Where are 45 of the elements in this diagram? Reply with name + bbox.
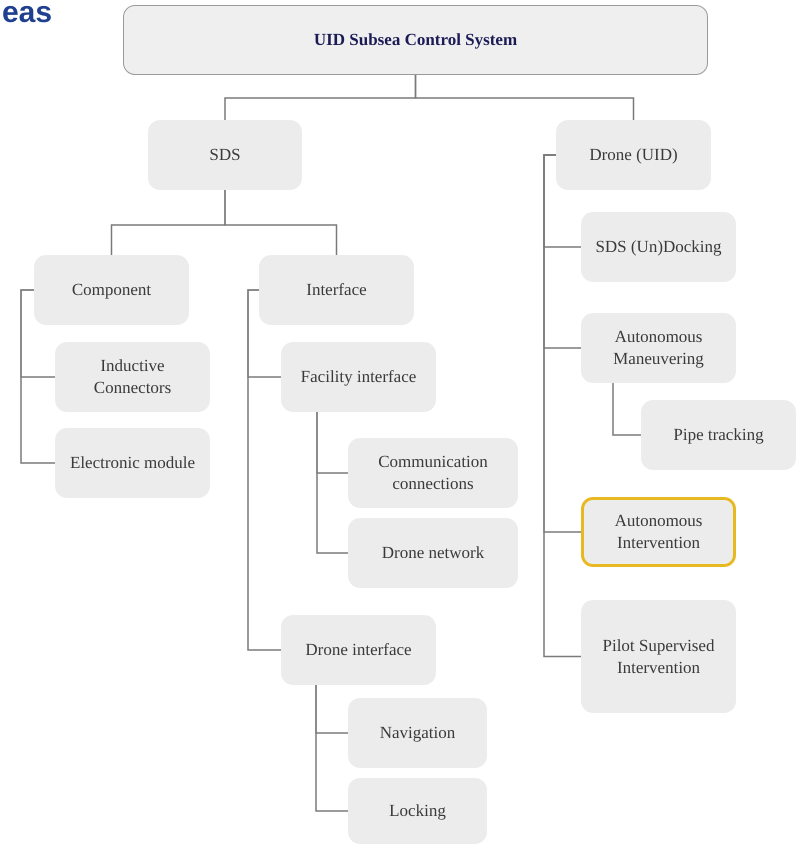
box-label: Inductive Connectors — [92, 355, 172, 399]
box-label: Autonomous Maneuvering — [612, 326, 705, 370]
box-label: Drone network — [380, 542, 486, 564]
topic-box — [581, 212, 736, 282]
box-label: UID Subsea Control System — [312, 29, 518, 51]
topic-box — [348, 518, 518, 588]
connector-line — [316, 412, 348, 554]
connector-line — [414, 75, 634, 120]
box-label: Interface — [305, 279, 368, 301]
highlighted-box — [581, 497, 736, 567]
connector-line — [224, 190, 338, 255]
box-label: SDS — [208, 144, 242, 166]
topic-box — [348, 778, 487, 844]
topic-box — [148, 120, 302, 190]
topic-box — [34, 255, 189, 325]
box-label: Navigation — [378, 722, 456, 744]
box-label: Pipe tracking — [672, 424, 765, 446]
heading-fragment: eas — [2, 0, 52, 28]
box-label: Pilot Supervised Intervention — [602, 634, 716, 678]
box-label: Locking — [388, 800, 447, 822]
topic-box — [259, 255, 414, 325]
topic-box — [55, 342, 210, 412]
box-label: Drone (UID) — [588, 144, 679, 166]
topic-box — [581, 600, 736, 713]
connector-line — [247, 289, 281, 651]
box-label: Drone interface — [304, 639, 413, 661]
connector-line — [315, 685, 348, 812]
box-label: Electronic module — [68, 452, 196, 474]
topic-box — [348, 698, 487, 768]
box-label: SDS (Un)Docking — [594, 236, 723, 258]
topic-box — [55, 428, 210, 498]
topic-box — [281, 615, 436, 685]
box-label: Autonomous Intervention — [614, 510, 704, 554]
connector-line — [20, 289, 55, 464]
box-label: Component — [70, 279, 152, 301]
connector-line — [612, 383, 641, 436]
topic-box — [556, 120, 711, 190]
topic-box — [348, 438, 518, 508]
topic-box — [281, 342, 436, 412]
box-label: Communication connections — [377, 451, 489, 495]
topic-box — [581, 313, 736, 383]
topic-box — [641, 400, 796, 470]
connector-line — [543, 154, 581, 658]
root-box — [123, 5, 708, 75]
box-label: Facility interface — [300, 366, 418, 388]
